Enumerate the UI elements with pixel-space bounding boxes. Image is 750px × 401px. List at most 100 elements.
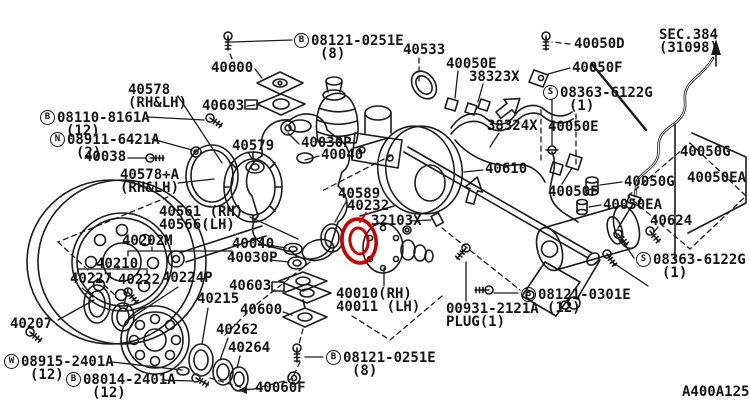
quantity: (12) — [66, 123, 100, 139]
part-label-40060F: 40060F — [255, 380, 306, 396]
circled-letter: B — [294, 33, 309, 48]
part-label-40010RH: 40010(RH)40011 (LH) — [336, 286, 420, 314]
part-number: 08121-0251E — [311, 32, 404, 49]
part-number: 40050EA — [603, 197, 663, 213]
part-label-40227: 40227 — [70, 272, 112, 286]
part-number: 40222 — [118, 272, 161, 288]
part-number: 40050D — [574, 36, 625, 52]
part-label-40050EA: 40050EA — [687, 170, 747, 186]
part-label-line2: (31098) — [659, 40, 719, 56]
dust-boot — [315, 76, 359, 144]
circled-letter: S — [636, 252, 651, 267]
part-number: 40610 — [485, 161, 528, 177]
part-label-line2: (RH&LH) — [128, 95, 188, 111]
part-number: 40050E — [548, 119, 599, 135]
wheel-hub — [120, 305, 190, 375]
part-number: 40050G — [680, 144, 731, 160]
diagram-code: A400A125 — [682, 384, 750, 400]
part-label-40050E: 40050E — [446, 56, 497, 72]
part-label-40040: 40040 — [321, 147, 364, 163]
part-label-40202M: 40202M — [122, 233, 173, 249]
part-number: 40262 — [216, 322, 259, 338]
part-label-40050G: 40050G — [624, 174, 675, 190]
part-number: 40030P — [301, 135, 352, 151]
bolts — [23, 31, 663, 390]
part-label-40579: 40579 — [232, 139, 274, 153]
part-number: 40050E — [446, 56, 497, 72]
part-label-40038: 40038 — [84, 149, 127, 165]
pipe-bracket-lines — [674, 123, 747, 261]
circled-letter: B — [521, 287, 536, 302]
cover-plates — [244, 71, 332, 328]
quantity: (12) — [92, 385, 126, 401]
part-number: 40010(RH) — [336, 286, 412, 302]
part-label-40030P: 40030P — [301, 135, 352, 151]
part-number: 40050EA — [687, 170, 747, 186]
highlighted-seal-40232 — [340, 212, 378, 265]
part-label-line2: 40566(LH) — [159, 217, 235, 233]
quantity: (12) — [547, 300, 581, 316]
part-label-32103X: 32103X — [371, 213, 422, 229]
part-number: 32103X — [371, 213, 422, 229]
part-number: 40038 — [84, 149, 127, 165]
part-label-40222: 40222 — [118, 272, 161, 288]
part-number: 40224P — [162, 270, 213, 286]
bearing-seal-row — [83, 284, 301, 392]
quantity: (12) — [30, 367, 64, 383]
leader-lines — [57, 39, 659, 391]
part-number: 40561 (RH) — [159, 204, 244, 220]
part-label-40050F: 40050F — [572, 60, 623, 76]
part-label-40533: 40533 — [403, 43, 445, 57]
part-number: 00931-2121A — [446, 301, 539, 317]
part-number: 40578 — [128, 82, 171, 98]
circled-letter: B — [66, 372, 81, 387]
part-number: 40202M — [122, 233, 173, 249]
circled-letter: W — [4, 354, 19, 369]
circled-letter: S — [543, 85, 558, 100]
part-label-40040: 40040 — [232, 236, 275, 252]
part-number: 40040 — [232, 236, 275, 252]
part-number: 08363-6122G — [653, 251, 746, 268]
part-number: 08363-6122G — [560, 84, 653, 101]
plug-32103x — [402, 211, 445, 235]
part-number: 08121-0251E — [343, 349, 436, 366]
part-label-40210: 40210 — [96, 257, 138, 271]
part-label-40232: 40232 — [347, 198, 390, 214]
part-number: 40232 — [347, 198, 390, 214]
part-label-40215: 40215 — [197, 291, 240, 307]
part-label-40030P: 40030P — [227, 251, 278, 265]
part-number: 40040 — [321, 147, 364, 163]
part-number: 40264 — [228, 340, 271, 356]
quantity: (8) — [352, 363, 378, 379]
circled-letter: B — [40, 110, 55, 125]
part-number: 40215 — [197, 291, 240, 307]
part-number: 40050F — [548, 184, 599, 200]
part-number: SEC.384 — [659, 27, 719, 43]
part-label-40050E: 40050E — [548, 119, 599, 135]
part-number: 40050F — [572, 60, 623, 76]
part-label-38323X: 38323X — [469, 70, 520, 84]
part-label-40603: 40603 — [229, 278, 272, 294]
part-number: 40603 — [202, 98, 245, 114]
quantity: (8) — [320, 46, 346, 62]
part-number: 40603 — [229, 278, 272, 294]
quantity: (2) — [76, 145, 102, 161]
part-number: 38324X — [487, 118, 538, 134]
part-number: 40050G — [624, 174, 675, 190]
part-number: 40060F — [255, 380, 306, 396]
part-label-40600: 40600 — [240, 303, 282, 317]
part-label-40561RH: 40561 (RH)40566(LH) — [159, 204, 244, 233]
part-number: 40207 — [10, 316, 53, 332]
caps-washers — [245, 120, 314, 270]
part-label-40262: 40262 — [216, 322, 259, 338]
steering-knuckle — [167, 113, 351, 268]
